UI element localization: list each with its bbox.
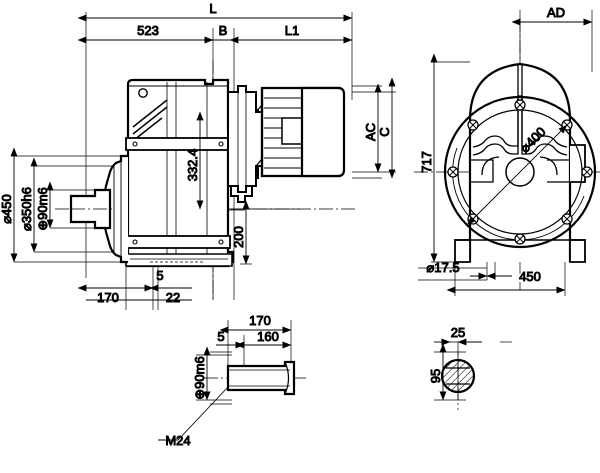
fan-cowl — [300, 86, 346, 178]
bolt-icon — [561, 213, 573, 225]
label-flange-width: B — [219, 23, 228, 38]
gearbox-housing — [125, 78, 235, 268]
end-view-dimensions — [430, 18, 593, 294]
bolt-hole-icon — [218, 141, 224, 147]
output-shaft-detail-view: 170 160 5 ⊕90m6 M24 — [158, 313, 306, 449]
side-view-dimensions — [10, 14, 396, 301]
bolt-icon — [514, 99, 526, 111]
label-useful-length: 160 — [257, 329, 279, 344]
key-section-detail-view: 25 95 — [428, 325, 512, 410]
label-motor-length: L1 — [285, 23, 299, 38]
electric-motor — [255, 86, 346, 178]
motor-outer-circle — [443, 95, 597, 249]
label-motor-center-height: C — [377, 127, 392, 136]
label-overall-height: 717 — [419, 151, 434, 173]
key-detail-dimensions — [434, 338, 482, 401]
end-elevation-view: AD 717 ⌀400 ⌀17.5 450 — [414, 5, 600, 296]
label-key-height: 95 — [428, 369, 443, 383]
motor-adapter — [227, 85, 263, 203]
shaft-detail-geometry — [226, 360, 296, 396]
label-shaft-detail-dia: ⊕90m6 — [192, 356, 207, 399]
bolt-icon — [447, 166, 459, 178]
bolt-hole-icon — [132, 239, 138, 245]
side-elevation-view: L 523 B L1 332.4 200 ⌀450 ⌀350h6 ⊕90m6 5… — [0, 1, 396, 310]
label-fan-cowl-depth: AD — [547, 5, 565, 20]
label-spigot-dia: ⌀350h6 — [19, 187, 34, 231]
bolt-icon — [467, 119, 479, 131]
bolt-icon — [514, 233, 526, 245]
label-key-width: 25 — [451, 325, 465, 340]
label-mounting-hole-dia: ⌀17.5 — [426, 260, 459, 275]
side-view-labels: L 523 B L1 332.4 200 ⌀450 ⌀350h6 ⊕90m6 5… — [0, 1, 393, 306]
label-gear-unit-length: 523 — [137, 23, 159, 38]
label-foot-thickness: 5 — [156, 268, 163, 283]
label-shaft-length: 170 — [249, 313, 271, 328]
key-section-circle — [440, 358, 476, 394]
breather-plug-icon — [138, 88, 148, 98]
label-thread: M24 — [165, 433, 190, 448]
bolt-icon — [581, 166, 593, 178]
output-flange-and-shaft — [69, 154, 128, 264]
shaft-detail-dimensions — [158, 326, 292, 441]
bolt-hole-icon — [218, 239, 224, 245]
label-shaft-shoulder: 5 — [217, 329, 224, 344]
label-center-height: 332.4 — [185, 149, 200, 182]
label-flange-offset: 170 — [97, 290, 119, 305]
bolt-hole-icon — [132, 141, 138, 147]
shaft-detail-labels: 170 160 5 ⊕90m6 M24 — [165, 313, 280, 449]
output-shaft — [69, 188, 112, 230]
label-foot-height: 200 — [231, 226, 246, 248]
key-detail-geometry — [440, 358, 476, 394]
end-view-motor-flange — [443, 95, 597, 249]
label-shaft-dia: ⊕90m6 — [35, 187, 50, 230]
label-mounting-width: 450 — [519, 269, 541, 284]
label-overall-length: L — [209, 1, 216, 16]
label-motor-frame-height: AC — [363, 123, 378, 141]
label-flange-thickness: 22 — [166, 290, 180, 305]
label-output-flange-dia: ⌀450 — [0, 194, 14, 224]
key-detail-labels: 25 95 — [428, 325, 466, 384]
housing-rib-lines — [132, 99, 168, 141]
